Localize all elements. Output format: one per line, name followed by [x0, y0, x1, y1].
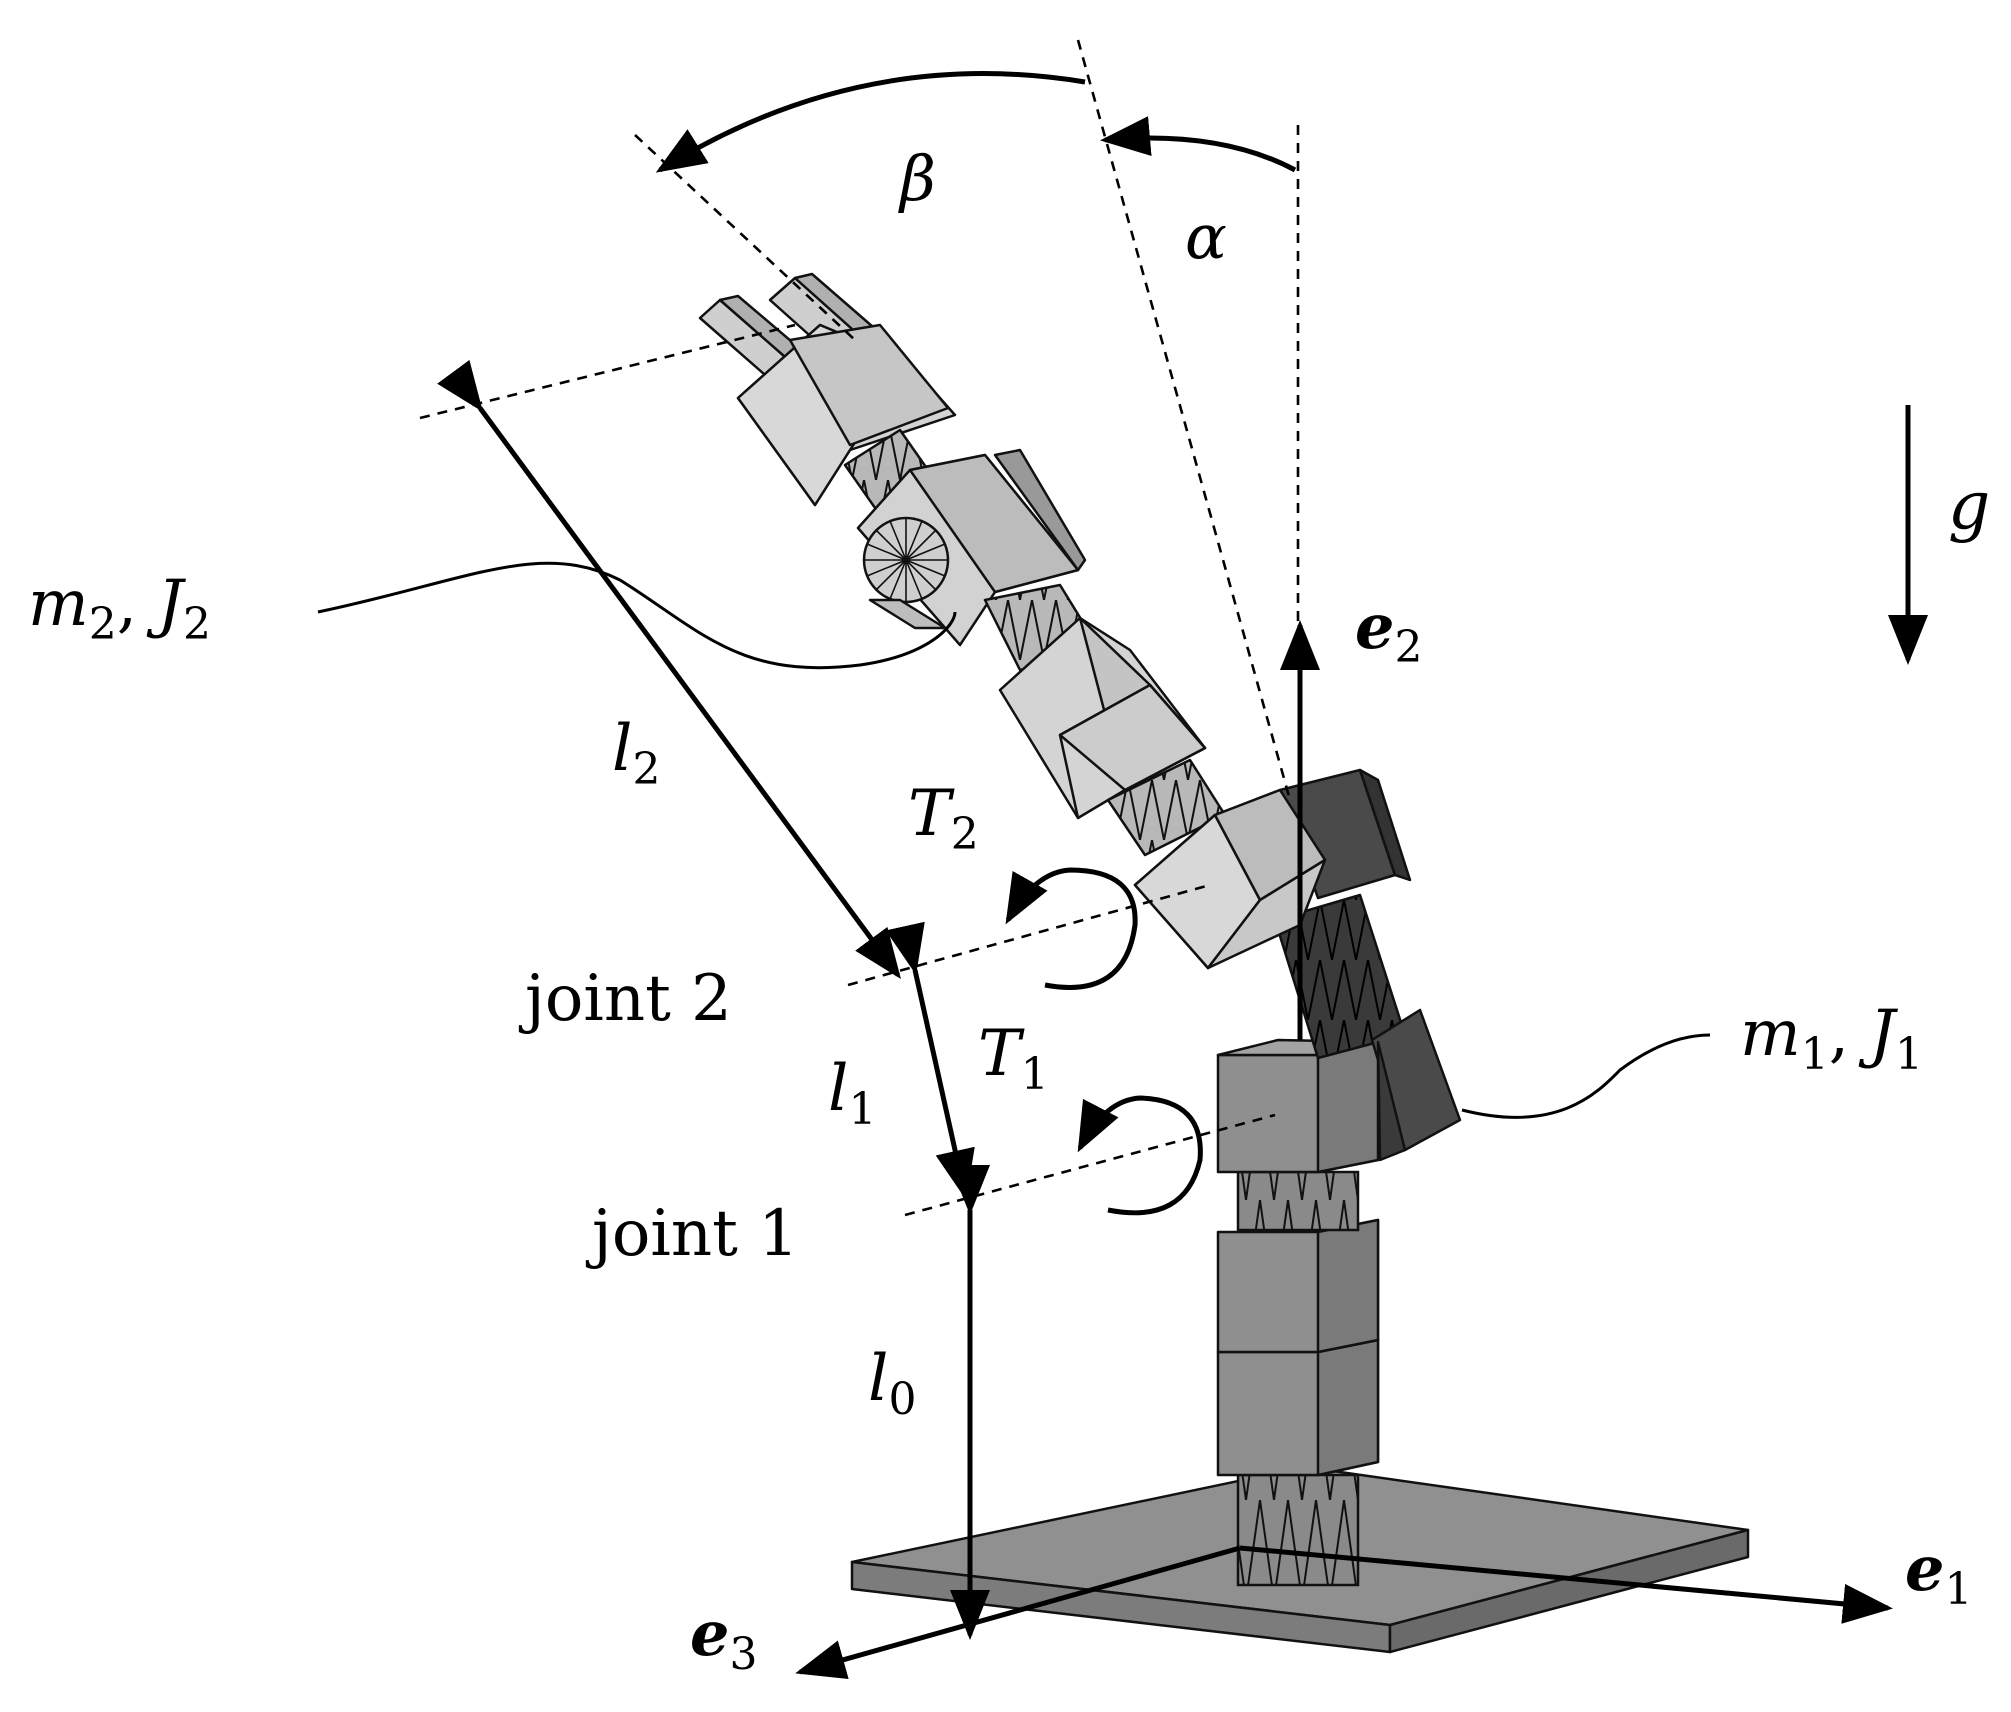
tip-line: [419, 323, 796, 420]
angle-arcs: [655, 71, 1297, 173]
T2-rotation-arrow: [1005, 867, 1138, 990]
l2-dim: [437, 359, 901, 980]
e3-label: e3: [690, 1597, 757, 1680]
l1-label: l1: [828, 1052, 876, 1135]
joint2-label: joint 2: [518, 962, 732, 1036]
leader-lines: [317, 561, 1711, 1119]
alpha-arc: [1100, 116, 1297, 173]
coordinate-axes: [795, 620, 1893, 1680]
T2-label: T2: [908, 777, 979, 860]
beta-label: β: [898, 142, 936, 215]
m2-leader: [317, 561, 957, 670]
g-label: g: [1948, 467, 1990, 544]
l1-dim: [885, 921, 975, 1200]
T1-rotation-arrow: [1077, 1095, 1203, 1216]
e1-label: e1: [1905, 1532, 1972, 1615]
base-column: [1216, 1038, 1380, 1587]
dimension-arrows: [437, 359, 990, 1640]
m2-J2-label: m2, J2: [28, 567, 211, 650]
m1-J1-label: m1, J1: [1740, 997, 1923, 1080]
reference-lines: [419, 39, 1300, 1217]
beta-arc: [655, 71, 1086, 173]
torque-arrows: [1005, 867, 1203, 1216]
link2-light: [698, 272, 1327, 970]
T1-label: T1: [978, 1017, 1049, 1100]
e2-label: e2: [1355, 590, 1422, 673]
l0-label: l0: [868, 1342, 916, 1425]
link2-axis: [634, 134, 856, 341]
base-spring: [1236, 1473, 1360, 1587]
m1-leader: [1461, 1033, 1711, 1119]
l2-label: l2: [612, 712, 660, 795]
alpha-label: α: [1185, 200, 1227, 273]
e3-axis: [795, 1545, 1241, 1680]
labels: β α g e2 e1 e3 m2, J2 m1, J1 l2 l1 l0 T2: [28, 142, 1990, 1680]
joint1-label: joint 1: [585, 1197, 799, 1271]
link1-axis: [1076, 39, 1292, 801]
e1-axis: [1239, 1545, 1893, 1624]
